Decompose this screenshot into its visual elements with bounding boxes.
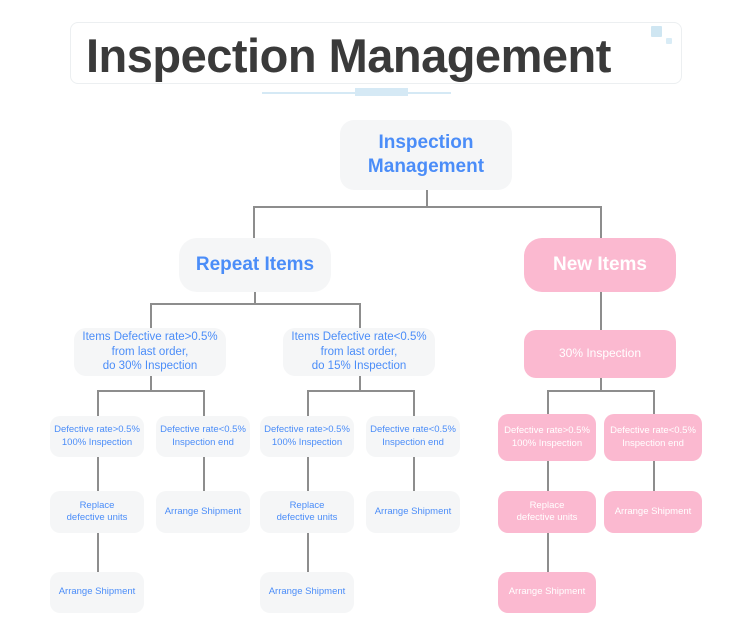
connector-r1-replace-down <box>97 533 99 572</box>
node-repeat-high-rate[interactable]: Items Defective rate>0.5% from last orde… <box>74 328 226 376</box>
connector-r2-replace-down <box>307 533 309 572</box>
connector-n-low-down <box>653 461 655 491</box>
decorative-square-large-icon <box>651 26 662 37</box>
connector-bus-level2 <box>253 206 601 208</box>
connector-r1-low-down <box>203 457 205 491</box>
connector-bus-level4-new <box>547 390 653 392</box>
connector-repeat-high-down <box>150 376 152 390</box>
connector-to-repeat-items <box>253 206 255 238</box>
connector-root-down <box>426 190 428 206</box>
node-r1-final-shipment[interactable]: Arrange Shipment <box>50 572 144 613</box>
node-r1-replace-units[interactable]: Replace defective units <box>50 491 144 533</box>
title-underline-accent <box>355 88 408 96</box>
connector-to-repeat-low <box>359 303 361 328</box>
node-new-replace-units[interactable]: Replace defective units <box>498 491 596 533</box>
node-new-items[interactable]: New Items <box>524 238 676 292</box>
node-new-defective-low[interactable]: Defective rate<0.5% Inspection end <box>604 414 702 461</box>
connector-bus-level4-r2 <box>307 390 414 392</box>
page-title: Inspection Management <box>86 29 611 82</box>
node-repeat-low-rate[interactable]: Items Defective rate<0.5% from last orde… <box>283 328 435 376</box>
connector-repeat-down <box>254 292 256 303</box>
node-new-final-shipment[interactable]: Arrange Shipment <box>498 572 596 613</box>
node-new-30-inspection[interactable]: 30% Inspection <box>524 330 676 378</box>
connector-bus-level3-repeat <box>150 303 359 305</box>
connector-to-r1-low <box>203 390 205 416</box>
node-r2-final-shipment[interactable]: Arrange Shipment <box>260 572 354 613</box>
node-r2-defective-low[interactable]: Defective rate<0.5% Inspection end <box>366 416 460 457</box>
connector-to-r2-low <box>413 390 415 416</box>
connector-to-n-high <box>547 390 549 416</box>
connector-new30-down <box>600 378 602 390</box>
node-new-defective-high[interactable]: Defective rate>0.5% 100% Inspection <box>498 414 596 461</box>
connector-to-r1-high <box>97 390 99 416</box>
connector-repeat-low-down <box>359 376 361 390</box>
connector-to-repeat-high <box>150 303 152 328</box>
node-inspection-management[interactable]: Inspection Management <box>340 120 512 190</box>
connector-bus-level4-r1 <box>97 390 204 392</box>
connector-n-high-down <box>547 461 549 491</box>
node-r2-arrange-shipment[interactable]: Arrange Shipment <box>366 491 460 533</box>
node-r1-defective-high[interactable]: Defective rate>0.5% 100% Inspection <box>50 416 144 457</box>
connector-new-items-down <box>600 292 602 330</box>
connector-r2-low-down <box>413 457 415 491</box>
title-card <box>70 22 682 84</box>
connector-to-r2-high <box>307 390 309 416</box>
connector-r1-high-down <box>97 457 99 491</box>
node-r2-defective-high[interactable]: Defective rate>0.5% 100% Inspection <box>260 416 354 457</box>
connector-to-new-items <box>600 206 602 238</box>
connector-to-n-low <box>653 390 655 416</box>
node-r1-arrange-shipment[interactable]: Arrange Shipment <box>156 491 250 533</box>
node-r1-defective-low[interactable]: Defective rate<0.5% Inspection end <box>156 416 250 457</box>
node-new-arrange-shipment[interactable]: Arrange Shipment <box>604 491 702 533</box>
connector-r2-high-down <box>307 457 309 491</box>
connector-n-replace-down <box>547 533 549 572</box>
node-repeat-items[interactable]: Repeat Items <box>179 238 331 292</box>
decorative-square-small-icon <box>666 38 672 44</box>
node-r2-replace-units[interactable]: Replace defective units <box>260 491 354 533</box>
